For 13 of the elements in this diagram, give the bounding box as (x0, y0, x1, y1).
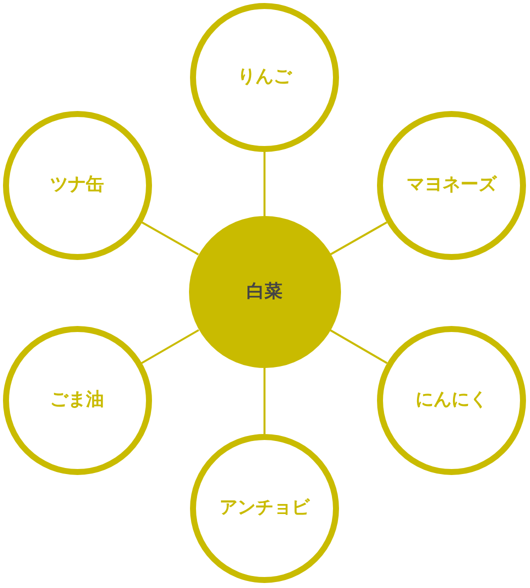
node-label: りんご (238, 66, 292, 89)
node-label: マヨネーズ (406, 174, 496, 197)
node-label: アンチョビ (220, 497, 310, 520)
connector-line (141, 221, 199, 256)
node-label: ツナ缶 (50, 174, 104, 197)
connector-line (264, 368, 266, 434)
node-label: にんにく (416, 389, 488, 412)
connector-line (140, 329, 200, 364)
connector-line (330, 329, 388, 364)
node-label: 白菜 (246, 280, 282, 304)
node-label: ごま油 (50, 389, 104, 412)
connector-line (330, 222, 388, 256)
connector-line (264, 152, 266, 216)
